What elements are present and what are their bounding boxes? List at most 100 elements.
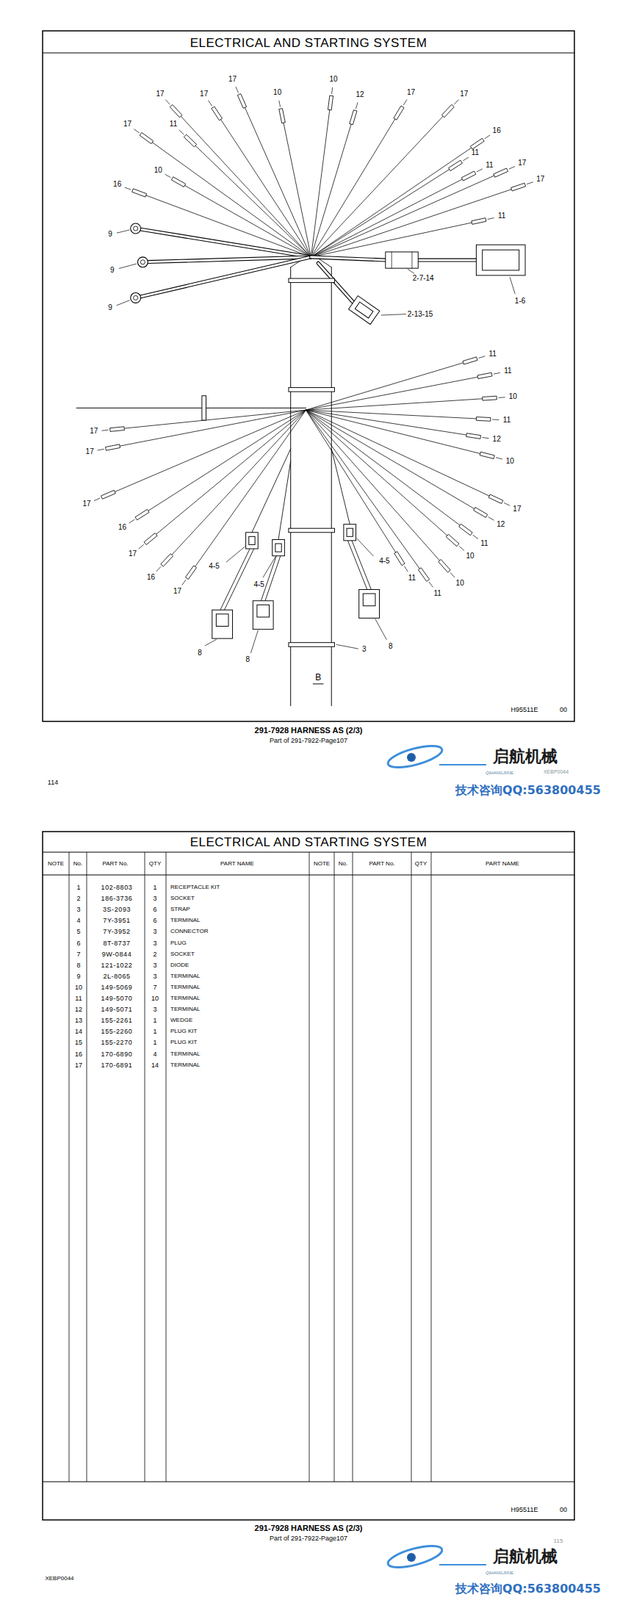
wire [124, 409, 306, 429]
leader-line [473, 534, 479, 539]
wire [220, 548, 250, 610]
callout-number: 8 [245, 655, 252, 664]
terminal-symbol [135, 509, 150, 520]
callout-number: 8 [196, 649, 203, 657]
callout-number: 17 [517, 159, 527, 167]
watermark-contact: 技术咨询QQ:563800455 [455, 1582, 601, 1595]
leader-line [279, 100, 281, 107]
wire [331, 448, 350, 525]
leader-line [492, 419, 499, 421]
quantity: 3 [152, 895, 157, 902]
trunk-line [290, 267, 291, 706]
header-rule [42, 874, 575, 876]
item-number: 12 [74, 1006, 83, 1013]
leader-line [262, 556, 276, 578]
quantity: 14 [151, 1061, 159, 1068]
wire [310, 124, 352, 258]
callout-number: 11 [497, 212, 507, 220]
leader-line [356, 538, 374, 557]
part-number: 3S-2093 [102, 906, 131, 914]
quantity: 1 [152, 884, 157, 891]
wire [306, 409, 490, 496]
quantity: 3 [152, 1006, 157, 1013]
quantity: 6 [152, 906, 157, 914]
callout-number: 10 [465, 552, 476, 560]
wire [306, 409, 481, 454]
leader-line [509, 166, 515, 169]
page-frame [42, 30, 575, 722]
document-code: XEBP0044 [543, 769, 569, 775]
cable [310, 257, 385, 261]
item-number: 10 [74, 983, 83, 991]
terminal-symbol [185, 565, 197, 580]
terminal-symbol [211, 106, 223, 121]
part-name: PLUG KIT [170, 1028, 197, 1035]
item-number: 9 [76, 972, 81, 980]
quantity: 1 [152, 1028, 157, 1035]
part-number: 149-5069 [101, 983, 133, 991]
leader-line [488, 517, 494, 521]
leader-line [407, 269, 414, 274]
quantity: 2 [152, 950, 157, 958]
callout-number: 10 [508, 392, 518, 401]
caption-note: Part of 291-7922-Page107 [269, 737, 348, 745]
page-number: 114 [47, 779, 59, 786]
watermark-title: 启航机械 [492, 748, 558, 765]
terminal-symbol [470, 138, 485, 150]
leader-line [118, 263, 137, 269]
terminal-symbol [466, 433, 482, 440]
column-header: QTY [149, 860, 161, 867]
callout-number: 11 [432, 589, 442, 598]
part-number: 155-2261 [101, 1017, 133, 1024]
wire [221, 119, 312, 258]
leader-line [332, 87, 333, 94]
leader-line [495, 457, 502, 460]
part-number: 9W-0844 [102, 950, 133, 958]
leader-line [484, 135, 490, 139]
leader-line [428, 581, 433, 587]
terminal-symbol [475, 417, 491, 422]
plug-symbol [252, 600, 274, 630]
wire [310, 118, 395, 258]
callout-number: 8 [387, 642, 394, 651]
page-title: ELECTRICAL AND STARTING SYSTEM [190, 835, 428, 849]
leader-line [336, 644, 358, 649]
socket-symbol [343, 524, 357, 541]
terminal-symbol [183, 134, 197, 147]
wire [224, 548, 254, 610]
wire [180, 116, 311, 258]
wire [171, 409, 307, 555]
leader-line [251, 630, 259, 653]
quantity: 3 [152, 961, 157, 969]
leader-line [182, 579, 186, 585]
part-name: PLUG [170, 940, 187, 947]
column-header: PART No. [102, 860, 128, 867]
item-number: 14 [74, 1028, 83, 1035]
leader-line [404, 566, 408, 572]
callout-number: 10 [272, 88, 283, 97]
socket-symbol [272, 539, 285, 556]
terminal-symbol [327, 95, 333, 111]
column-header: QTY [415, 860, 427, 867]
item-number: 2 [76, 895, 81, 902]
terminal-symbol [101, 489, 117, 499]
terminal-symbol [105, 444, 121, 451]
leader-line [476, 168, 482, 172]
strap-symbol [288, 528, 335, 533]
item-number: 16 [74, 1050, 83, 1057]
ring-terminal [133, 226, 139, 231]
leader-line [166, 99, 171, 105]
item-number: 15 [74, 1039, 83, 1046]
harness-drawing [76, 86, 533, 706]
part-name: TERMINAL [170, 917, 200, 924]
socket-detail [249, 536, 255, 545]
page-number: 115 [553, 1538, 564, 1544]
callout-number: 17 [172, 587, 183, 595]
ring-terminal [130, 223, 142, 234]
leader-line [94, 498, 100, 501]
socket-detail [275, 543, 282, 552]
leader-line [138, 545, 144, 549]
leader-line [463, 157, 469, 161]
wire [265, 556, 281, 601]
quantity: 1 [152, 1017, 157, 1024]
